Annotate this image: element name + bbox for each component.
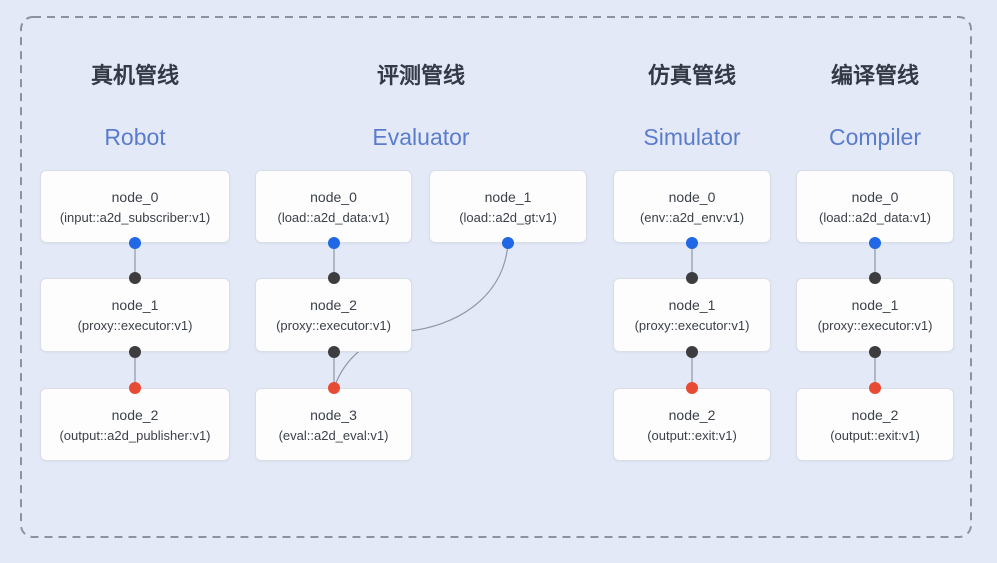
node-type: (env::a2d_env:v1) — [639, 209, 745, 225]
node-type: (input::a2d_subscriber:v1) — [59, 209, 211, 225]
input-port-dot — [328, 272, 340, 284]
node-evaluator-3: node_3 (eval::a2d_eval:v1) — [255, 388, 412, 461]
node-type: (proxy::executor:v1) — [276, 318, 391, 333]
node-name: node_0 — [111, 188, 159, 205]
node-robot-1: node_1 (proxy::executor:v1) — [40, 278, 230, 352]
node-robot-2: node_2 (output::a2d_publisher:v1) — [40, 388, 230, 461]
output-port-dot — [686, 237, 698, 249]
output-port-dot — [129, 237, 141, 249]
node-type: (proxy::executor:v1) — [634, 318, 750, 333]
node-name: node_0 — [851, 188, 899, 205]
node-name: node_1 — [851, 297, 899, 313]
node-name: node_1 — [484, 188, 532, 205]
node-name: node_0 — [668, 188, 716, 205]
output-port-dot — [869, 346, 881, 358]
node-type: (load::a2d_data:v1) — [277, 209, 390, 225]
input-port-dot — [328, 382, 340, 394]
node-evaluator-1: node_1 (load::a2d_gt:v1) — [429, 170, 587, 243]
input-port-dot — [129, 382, 141, 394]
node-type: (output::exit:v1) — [647, 427, 737, 443]
input-port-dot — [686, 382, 698, 394]
pipeline-title-zh-compiler: 编译管线 — [830, 63, 919, 88]
node-type: (proxy::executor:v1) — [77, 318, 193, 333]
input-port-dot — [869, 272, 881, 284]
node-compiler-1: node_1 (proxy::executor:v1) — [796, 278, 954, 352]
node-type: (load::a2d_data:v1) — [818, 209, 932, 225]
node-compiler-2: node_2 (output::exit:v1) — [796, 388, 954, 461]
node-name: node_2 — [310, 297, 357, 313]
node-name: node_1 — [111, 297, 159, 313]
pipeline-title-en-simulator: Simulator — [643, 124, 741, 150]
output-port-dot — [686, 346, 698, 358]
node-type: (eval::a2d_eval:v1) — [278, 427, 389, 443]
input-port-dot — [686, 272, 698, 284]
input-port-dot — [129, 272, 141, 284]
node-name: node_3 — [310, 406, 357, 423]
node-robot-0: node_0 (input::a2d_subscriber:v1) — [40, 170, 230, 243]
node-type: (proxy::executor:v1) — [817, 318, 933, 333]
output-port-dot — [502, 237, 514, 249]
dashed-frame — [20, 16, 972, 538]
node-simulator-0: node_0 (env::a2d_env:v1) — [613, 170, 771, 243]
pipeline-title-zh-simulator: 仿真管线 — [647, 63, 736, 88]
node-type: (load::a2d_gt:v1) — [459, 209, 557, 225]
output-port-dot — [328, 346, 340, 358]
node-simulator-1: node_1 (proxy::executor:v1) — [613, 278, 771, 352]
node-type: (output::exit:v1) — [830, 427, 920, 443]
node-compiler-0: node_0 (load::a2d_data:v1) — [796, 170, 954, 243]
node-name: node_2 — [851, 406, 899, 423]
output-port-dot — [129, 346, 141, 358]
node-name: node_2 — [668, 406, 716, 423]
pipeline-title-en-robot: Robot — [104, 124, 166, 150]
input-port-dot — [869, 382, 881, 394]
node-simulator-2: node_2 (output::exit:v1) — [613, 388, 771, 461]
output-port-dot — [328, 237, 340, 249]
node-evaluator-2: node_2 (proxy::executor:v1) — [255, 278, 412, 352]
node-evaluator-0: node_0 (load::a2d_data:v1) — [255, 170, 412, 243]
output-port-dot — [869, 237, 881, 249]
pipeline-title-en-compiler: Compiler — [828, 124, 922, 150]
node-name: node_0 — [310, 188, 357, 205]
node-type: (output::a2d_publisher:v1) — [59, 427, 211, 443]
pipeline-title-en-evaluator: Evaluator — [372, 124, 470, 150]
pipeline-title-zh-evaluator: 评测管线 — [376, 63, 465, 88]
pipeline-title-zh-robot: 真机管线 — [90, 63, 179, 88]
node-name: node_1 — [668, 297, 716, 313]
node-name: node_2 — [111, 406, 159, 423]
